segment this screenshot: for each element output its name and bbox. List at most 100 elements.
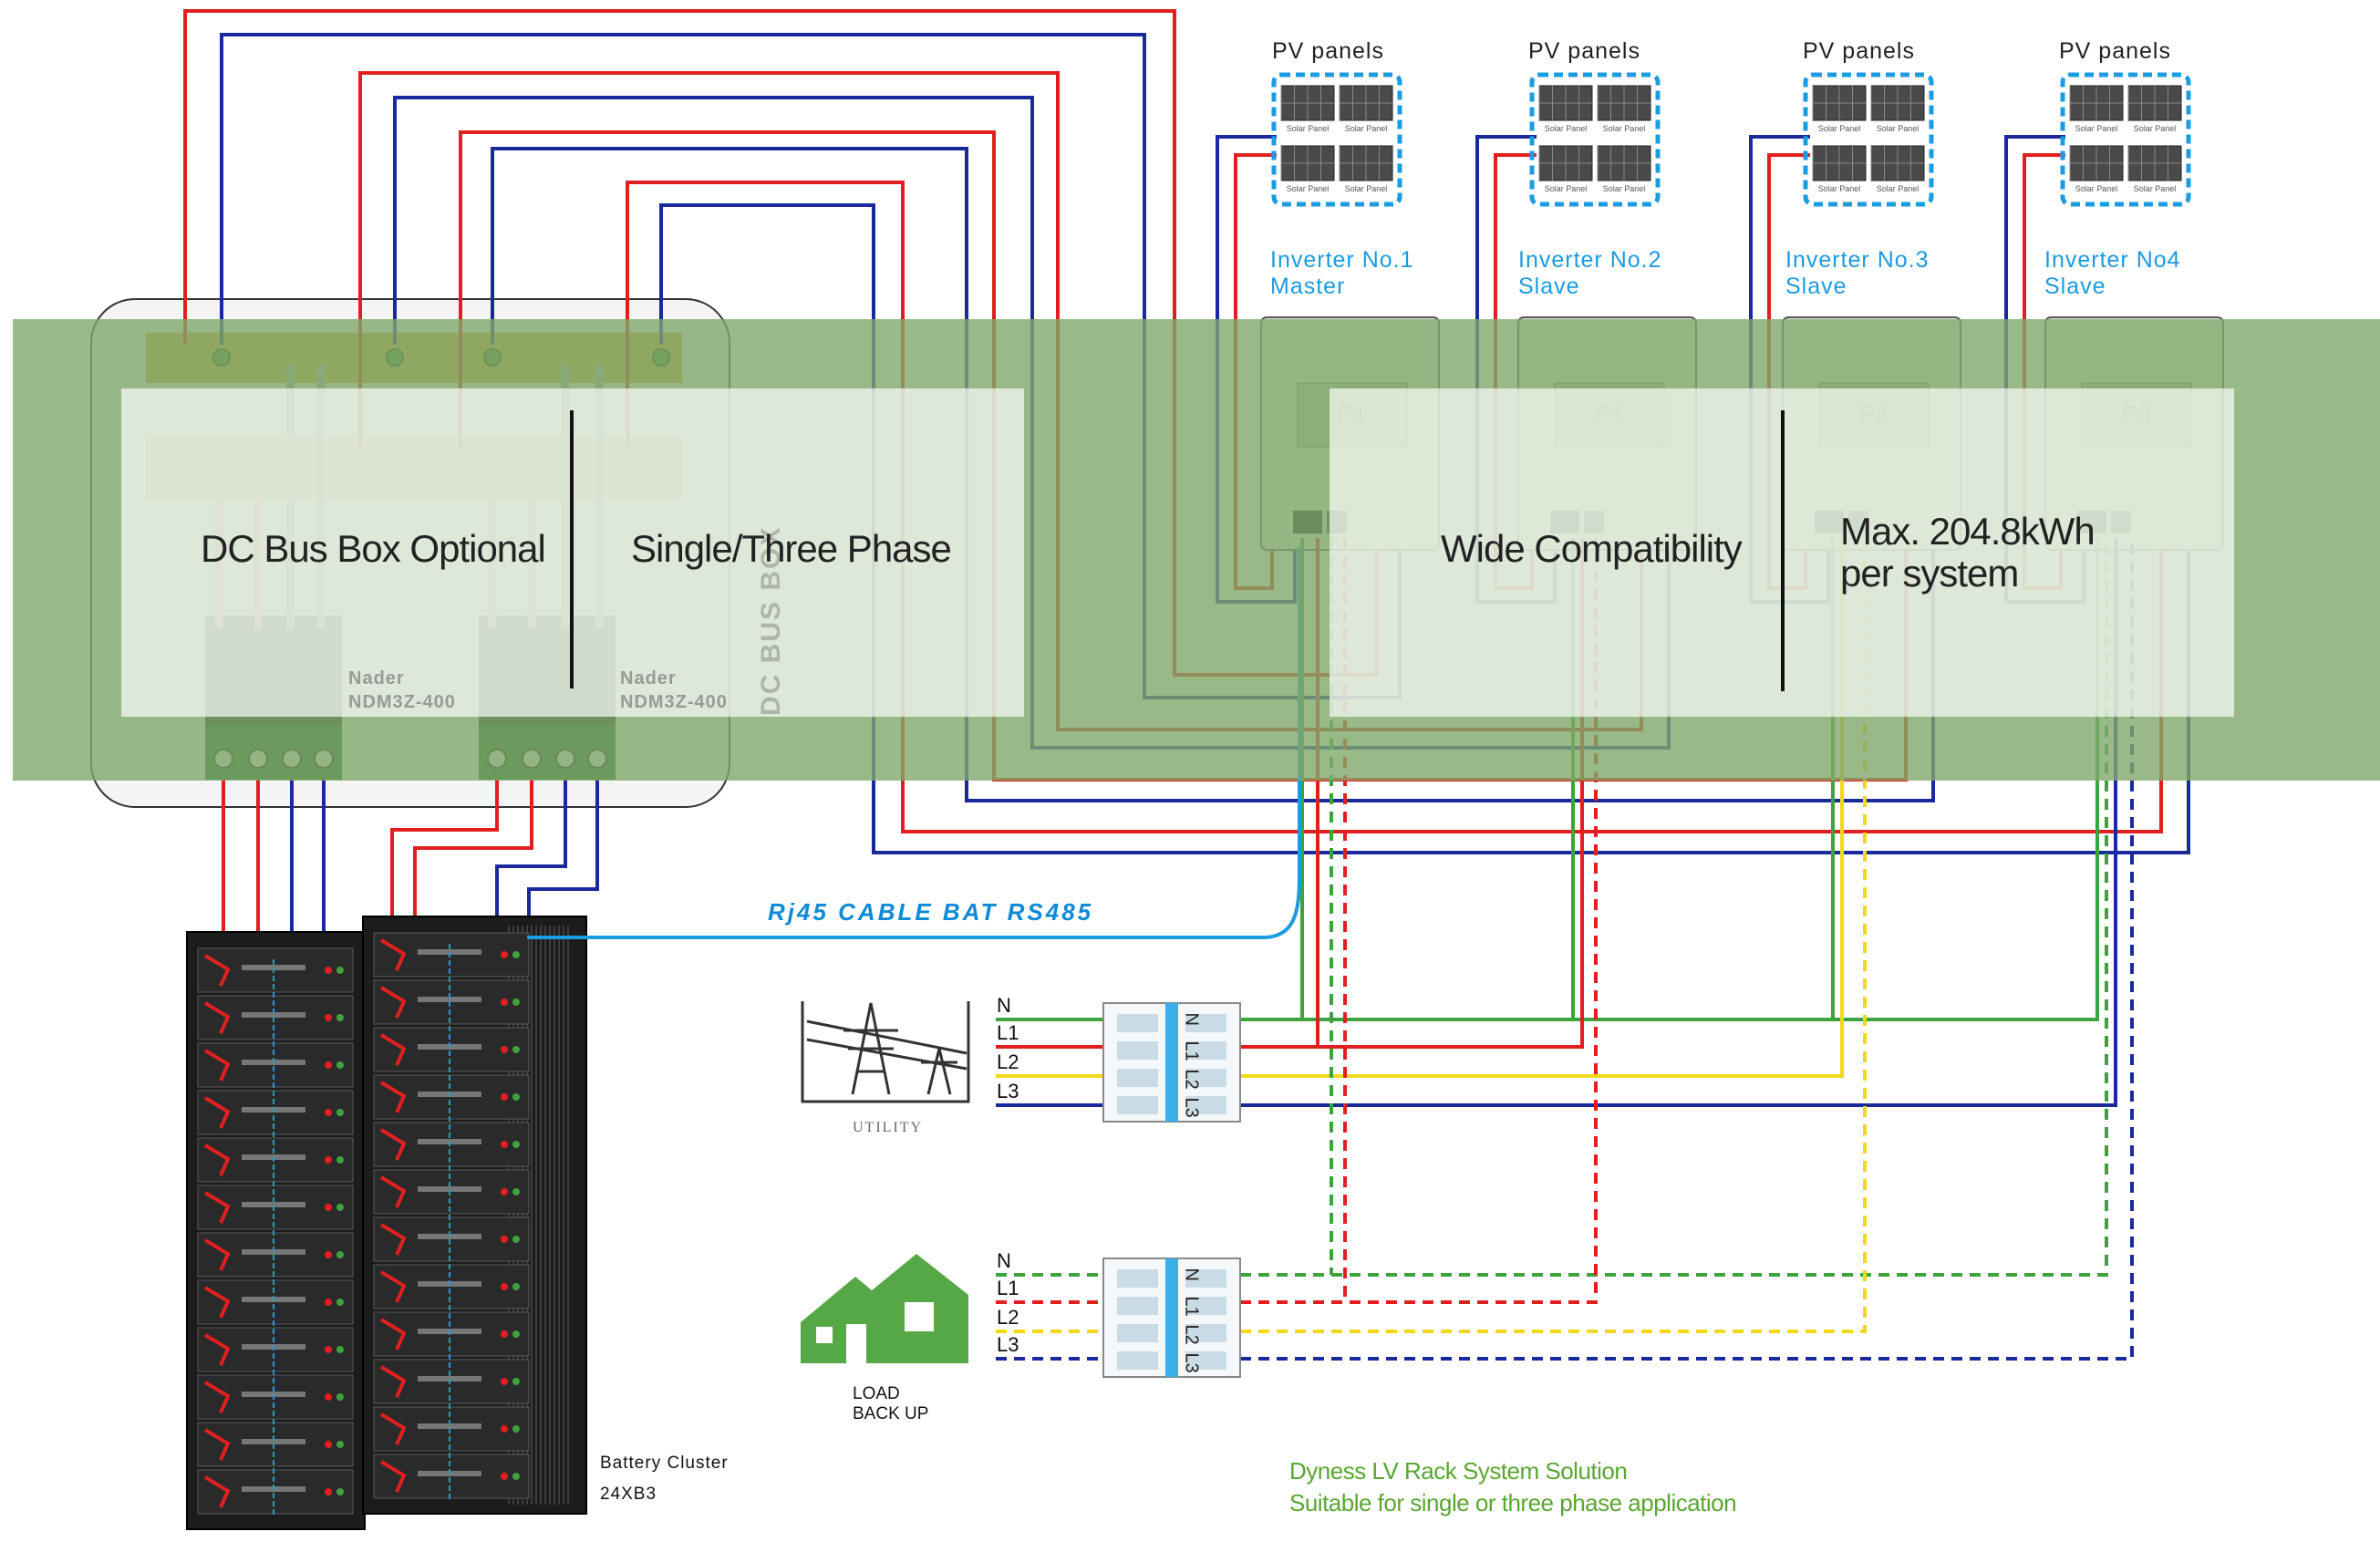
solar-panel-caption: Solar Panel <box>1603 124 1646 133</box>
solar-panel-icon: Solar Panel <box>1597 145 1651 193</box>
solar-panel-icon: Solar Panel <box>1870 145 1925 193</box>
inverter-4-name: Inverter No4 <box>2044 247 2181 273</box>
battery-module <box>373 1454 530 1499</box>
utility-breaker-l2: L2 <box>1181 1069 1202 1090</box>
solar-panel-icon: Solar Panel <box>2127 85 2182 133</box>
battery-module <box>373 1264 530 1309</box>
solar-panel-caption: Solar Panel <box>1345 184 1388 193</box>
feature-compatibility: Wide Compatibility <box>1441 527 1743 570</box>
battery-cluster-name: Battery Cluster <box>600 1454 729 1473</box>
solar-panel-caption: Solar Panel <box>2075 184 2118 193</box>
solar-panel-caption: Solar Panel <box>2134 124 2177 133</box>
load-breaker-n: N <box>1181 1268 1202 1281</box>
battery-rack-1 <box>186 931 366 1530</box>
inverter-2-label: Inverter No.2 Slave <box>1518 247 1662 300</box>
load-phase-l1: L1 <box>997 1277 1019 1299</box>
load-phase-n: N <box>997 1249 1011 1272</box>
battery-module <box>197 995 354 1040</box>
solar-panel-caption: Solar Panel <box>1287 124 1330 133</box>
dc-breaker-1-brand: Nader <box>348 668 405 688</box>
solar-panel-icon: Solar Panel <box>1280 145 1335 193</box>
solar-panel-caption: Solar Panel <box>1545 184 1588 193</box>
feature-capacity-line1: Max. 204.8kWh <box>1840 510 2095 553</box>
inverter-2-name: Inverter No.2 <box>1518 247 1662 273</box>
utility-ac-breaker <box>1102 1002 1241 1123</box>
battery-module <box>197 1469 354 1515</box>
feature-dc-bus-box: DC Bus Box Optional <box>201 527 546 570</box>
load-l1-wire <box>1240 538 1598 1304</box>
inverter-3-name: Inverter No.3 <box>1785 247 1930 273</box>
inverter-1-label: Inverter No.1 Master <box>1270 247 1414 300</box>
inverter-1-role: Master <box>1270 274 1346 299</box>
battery-cluster-label: Battery Cluster 24XB3 <box>600 1448 729 1510</box>
footer-note: Dyness LV Rack System Solution Suitable … <box>1289 1455 1737 1519</box>
inverter-4-role: Slave <box>2044 274 2106 299</box>
battery-module <box>197 1374 354 1420</box>
utility-phase-l2: L2 <box>997 1050 1019 1073</box>
battery-module <box>373 1359 530 1404</box>
battery-cluster-config: 24XB3 <box>600 1485 657 1504</box>
solar-panel-caption: Solar Panel <box>1287 184 1330 193</box>
solar-panel-caption: Solar Panel <box>2075 124 2118 133</box>
solar-panel-icon: Solar Panel <box>1280 85 1335 133</box>
pv-panels-label-3: PV panels <box>1803 38 1915 64</box>
load-ac-breaker <box>1102 1257 1241 1378</box>
solar-panel-icon: Solar Panel <box>1597 85 1651 133</box>
solar-panel-icon: Solar Panel <box>1538 145 1593 193</box>
battery-module <box>197 1137 354 1183</box>
solar-panel-caption: Solar Panel <box>1877 124 1920 133</box>
battery-module <box>197 1090 354 1135</box>
solar-panel-caption: Solar Panel <box>1818 124 1861 133</box>
utility-breaker-l1: L1 <box>1181 1040 1202 1061</box>
solar-panel-icon: Solar Panel <box>1812 85 1867 133</box>
battery-module <box>373 1169 530 1215</box>
battery-module <box>373 1311 530 1357</box>
inverter-2-role: Slave <box>1518 274 1580 299</box>
solar-panel-icon: Solar Panel <box>1339 85 1393 133</box>
load-label-line1: LOAD <box>853 1384 900 1403</box>
dc-breaker-1-model: NDM3Z-400 <box>348 692 456 712</box>
utility-pylon-icon <box>801 1001 970 1103</box>
battery-module <box>373 1074 530 1120</box>
battery-module <box>373 1027 530 1072</box>
load-breaker-l1: L1 <box>1181 1296 1202 1317</box>
solar-panel-caption: Solar Panel <box>2134 184 2177 193</box>
solar-panel-caption: Solar Panel <box>1345 124 1388 133</box>
battery-module <box>197 1327 354 1372</box>
load-breaker-l2: L2 <box>1181 1324 1202 1345</box>
dc-breaker-2-brand: Nader <box>620 668 677 688</box>
battery-module <box>197 1232 354 1278</box>
rs485-cable <box>527 547 1301 939</box>
battery-module <box>373 1216 530 1262</box>
solar-panel-icon: Solar Panel <box>2127 145 2182 193</box>
utility-phase-n: N <box>997 994 1011 1017</box>
battery-module <box>197 1185 354 1230</box>
load-l3-wire <box>1240 538 2134 1361</box>
battery-module <box>197 1042 354 1088</box>
battery-module <box>373 932 530 978</box>
battery-module <box>373 1406 530 1452</box>
solar-panel-caption: Solar Panel <box>1603 184 1646 193</box>
battery-module <box>197 1422 354 1467</box>
load-phase-l3: L3 <box>997 1333 1019 1356</box>
load-n-wire <box>1240 538 2108 1277</box>
load-label-line2: BACK UP <box>853 1404 929 1423</box>
utility-breaker-n: N <box>1181 1012 1202 1026</box>
load-l2-wire <box>1240 538 1867 1333</box>
utility-phase-l1: L1 <box>997 1021 1019 1044</box>
solar-panel-icon: Solar Panel <box>1339 145 1393 193</box>
inverter-4-label: Inverter No4 Slave <box>2044 247 2181 300</box>
load-breaker-l3: L3 <box>1181 1352 1202 1373</box>
inverter-3-label: Inverter No.3 Slave <box>1785 247 1930 300</box>
battery-negative-wire <box>495 780 567 916</box>
battery-positive-wire <box>413 780 533 932</box>
battery-module <box>197 1279 354 1325</box>
load-breaker-labels: N L1 L2 L3 <box>1182 1263 1202 1376</box>
solar-panel-caption: Solar Panel <box>1877 184 1920 193</box>
load-phase-l2: L2 <box>997 1306 1019 1329</box>
feature-phase: Single/Three Phase <box>631 527 952 570</box>
